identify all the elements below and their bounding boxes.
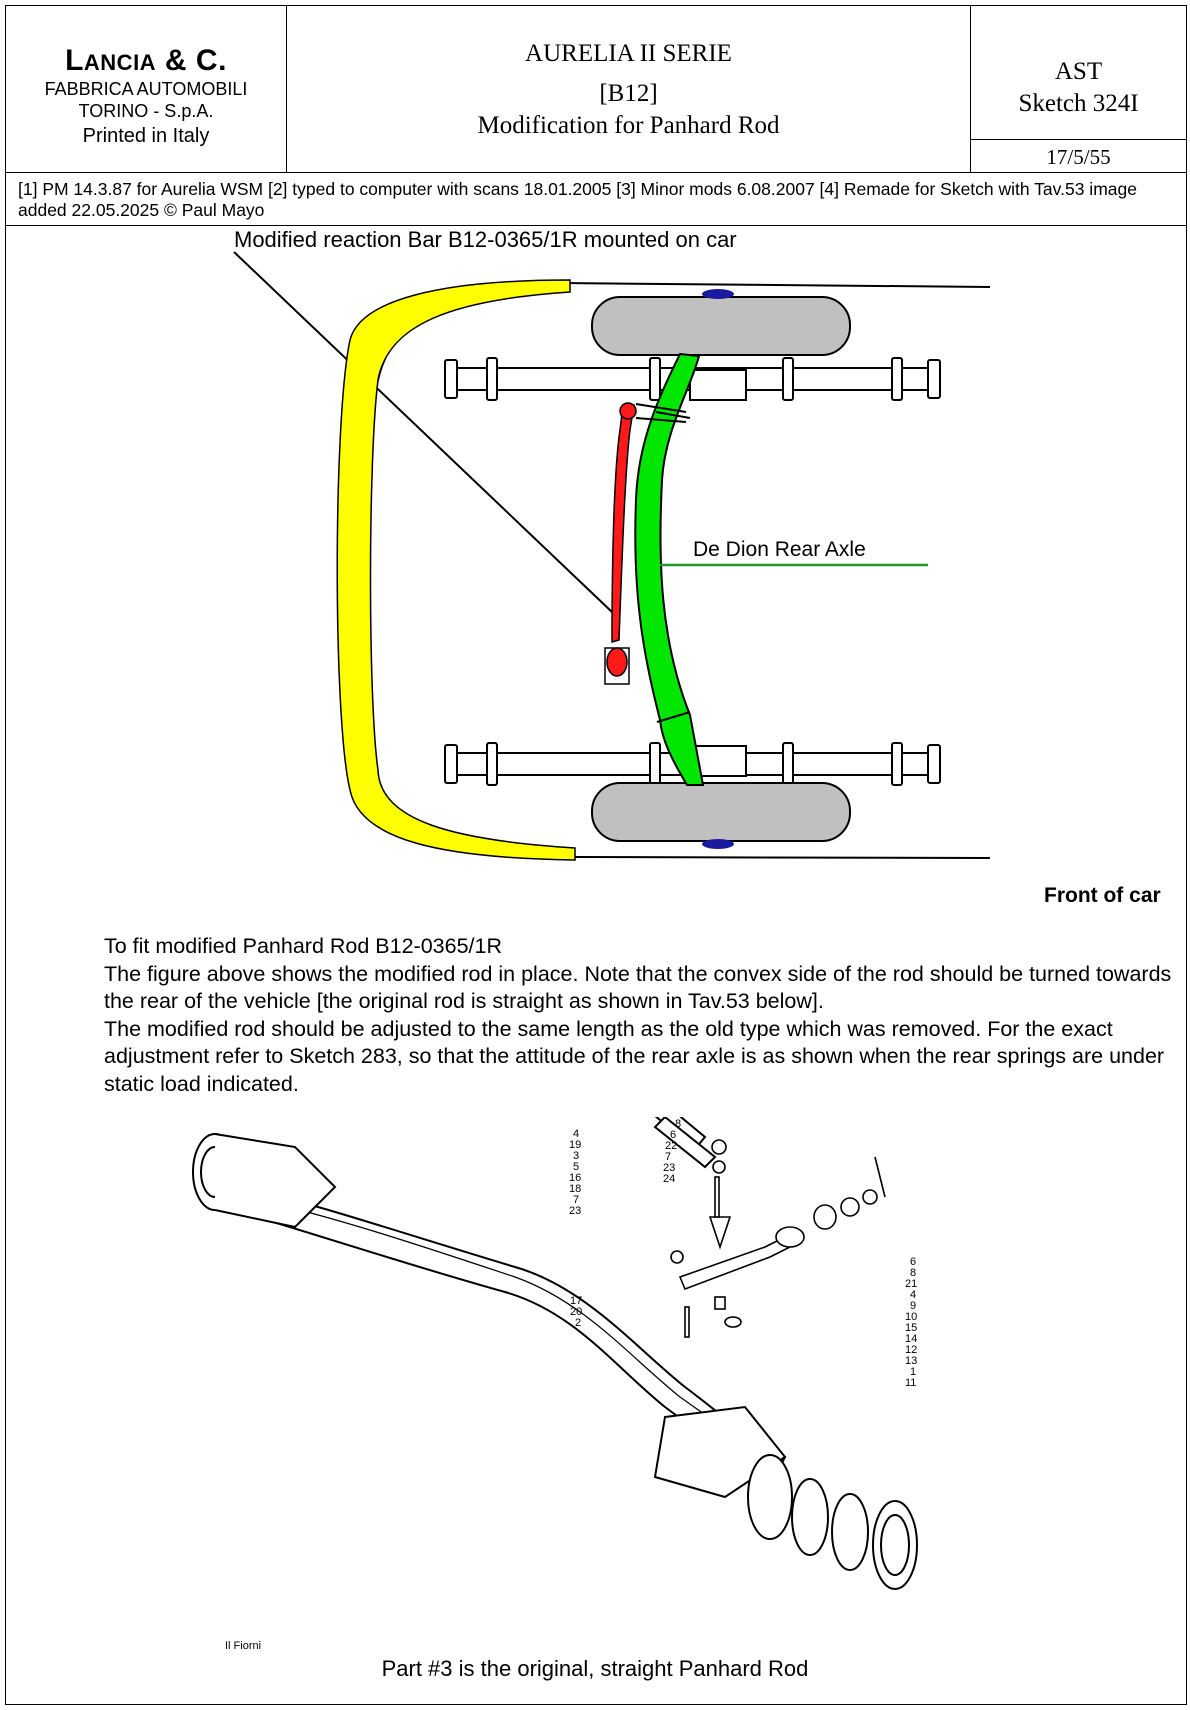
manufacturer-line-1: FABBRICA AUTOMOBILI xyxy=(44,79,248,99)
rod-lower-eye xyxy=(606,647,628,677)
callout-label-mid: 7 xyxy=(573,1194,579,1206)
caption-leader-line xyxy=(233,251,613,613)
title-block: LANCIA & C. FABBRICA AUTOMOBILI TORINO -… xyxy=(6,6,1186,173)
svg-text:20: 20 xyxy=(570,1306,582,1318)
illustrator-signature: Il Fiorni xyxy=(225,1640,261,1652)
svg-text:8: 8 xyxy=(910,1267,916,1279)
svg-text:13: 13 xyxy=(905,1355,917,1367)
manufacturer-name: LANCIA & C. xyxy=(65,44,227,77)
axle-band-upper xyxy=(655,411,691,419)
document-sheet: LANCIA & C. FABBRICA AUTOMOBILI TORINO -… xyxy=(5,5,1187,1705)
instructions-para-2: The modified rod should be adjusted to t… xyxy=(104,1016,1165,1096)
callout-label-mid: 4 xyxy=(573,1128,579,1140)
svg-text:14: 14 xyxy=(905,1333,917,1345)
revision-history: [1] PM 14.3.87 for Aurelia WSM [2] typed… xyxy=(6,173,1186,226)
manufacturer-line-2: TORINO - S.p.A. xyxy=(78,101,214,121)
callout-label-mid: 18 xyxy=(569,1183,581,1195)
callout-label-top: 6 xyxy=(670,1129,676,1141)
reference-divider xyxy=(971,139,1186,140)
svg-text:12: 12 xyxy=(905,1344,917,1356)
lower-wheel-hub xyxy=(702,839,734,849)
callout-label-mid: 5 xyxy=(573,1161,579,1173)
modified-panhard-rod xyxy=(611,404,635,643)
lower-wheel xyxy=(591,782,851,842)
figure-caption-bottom: Part #3 is the original, straight Panhar… xyxy=(381,1656,809,1681)
original-panhard-rod xyxy=(653,1117,717,1169)
svg-text:17: 17 xyxy=(570,1295,582,1307)
document-title: Modification for Panhard Rod xyxy=(477,112,780,139)
svg-text:11: 11 xyxy=(905,1377,916,1389)
rod-upper-eye xyxy=(619,402,637,420)
callout-labels-bottom: 17 20 2 xyxy=(570,1295,582,1329)
exploded-view-figure: 6 8 21 4 9 10 15 14 12 13 1 11 17 20 2 I… xyxy=(192,1117,918,1652)
document-title-cell: AURELIA II SERIE [B12] Modification for … xyxy=(287,6,971,173)
left-hub-assembly xyxy=(192,1133,337,1229)
svg-text:10: 10 xyxy=(905,1311,917,1323)
axle-label: De Dion Rear Axle xyxy=(693,538,866,561)
upper-axle-bracket xyxy=(689,369,747,401)
axle-top-view-figure xyxy=(233,251,991,861)
callout-labels-right: 6 8 21 4 9 10 15 14 12 13 1 11 xyxy=(905,1256,917,1389)
svg-text:9: 9 xyxy=(910,1300,916,1312)
svg-text:15: 15 xyxy=(905,1322,917,1334)
reference-cell: AST Sketch 324I 17/5/55 xyxy=(971,6,1186,173)
callout-label-top: 24 xyxy=(663,1173,675,1185)
rod-upper-link xyxy=(635,403,687,423)
callout-label-mid: 3 xyxy=(573,1150,579,1162)
instructions-para-1: The figure above shows the modified rod … xyxy=(104,961,1172,1014)
rod-lower-mount xyxy=(604,647,630,685)
de-dion-axle xyxy=(634,352,705,786)
svg-text:21: 21 xyxy=(905,1278,917,1290)
body-top-edge xyxy=(559,282,991,288)
instructions-text: To fit modified Panhard Rod B12-0365/1R … xyxy=(104,933,1184,1098)
front-of-car-label: Front of car xyxy=(1044,884,1161,907)
callout-label-top: 22 xyxy=(665,1140,677,1152)
callout-label-top: 7 xyxy=(665,1151,671,1163)
callout-label-mid: 23 xyxy=(569,1205,581,1217)
document-date: 17/5/55 xyxy=(1046,145,1111,169)
model-code: [B12] xyxy=(599,80,658,107)
manufacturer-cell: LANCIA & C. FABBRICA AUTOMOBILI TORINO -… xyxy=(6,6,287,173)
right-hub-assembly xyxy=(653,1405,918,1590)
series-title: AURELIA II SERIE xyxy=(525,40,732,67)
figure-caption-top: Modified reaction Bar B12-0365/1R mounte… xyxy=(234,227,737,252)
callout-label-mid: 16 xyxy=(569,1172,581,1184)
instructions-heading: To fit modified Panhard Rod B12-0365/1R xyxy=(104,934,502,958)
callout-label-mid: 19 xyxy=(569,1139,581,1151)
upper-wheel xyxy=(591,296,851,356)
axle-band-lower xyxy=(656,711,691,723)
small-parts xyxy=(670,1139,886,1338)
svg-text:6: 6 xyxy=(910,1256,916,1268)
svg-text:4: 4 xyxy=(910,1289,916,1301)
svg-text:1: 1 xyxy=(910,1366,916,1378)
upper-wheel-hub xyxy=(702,289,734,299)
callout-label-top: 8 xyxy=(675,1118,681,1130)
printed-in-label: Printed in Italy xyxy=(82,125,210,147)
yellow-rear-panel xyxy=(336,279,576,861)
callout-label-top: 23 xyxy=(663,1162,675,1174)
sketch-number: Sketch 324I xyxy=(1018,90,1139,117)
svg-text:2: 2 xyxy=(575,1317,581,1329)
reference-code: AST xyxy=(1054,58,1103,85)
